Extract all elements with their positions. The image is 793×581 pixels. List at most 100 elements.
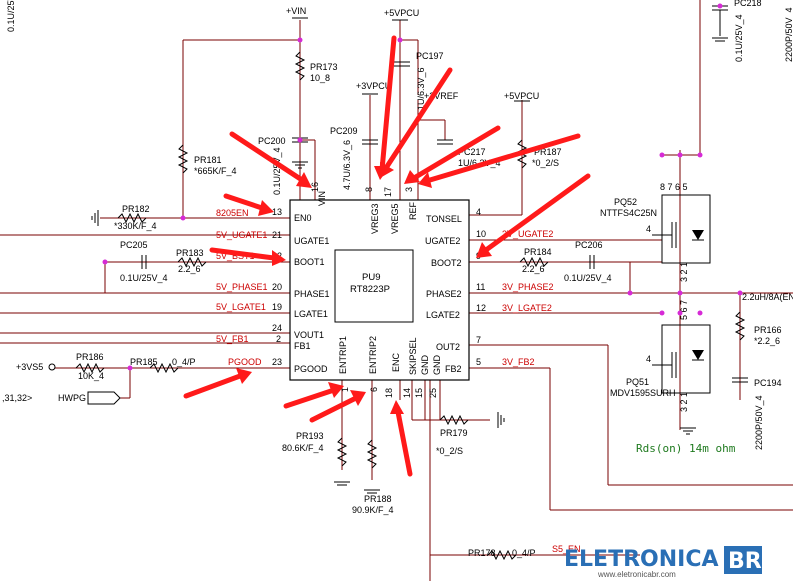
- arrow-en0: [223, 193, 265, 211]
- pr193-symbol: [336, 437, 348, 467]
- pr183-ref: PR183: [176, 248, 204, 258]
- pin-phase1: PHASE1: [294, 289, 330, 299]
- net-lgate1: 5V_LGATE1: [216, 302, 266, 312]
- pin-num-phase2: 11: [476, 282, 485, 292]
- pr184-val: 2.2_6: [522, 264, 545, 274]
- arrow-pgood: [183, 373, 243, 399]
- power-rails: +VIN +5VPCU +3VPCU +2VREF +5VPCU +3VS5 H…: [2, 6, 539, 405]
- pin-lgate1: LGATE1: [294, 309, 328, 319]
- pr182-symbol: [117, 212, 147, 224]
- pin-en0: EN0: [294, 213, 312, 223]
- pr166-ref: PR166: [754, 325, 782, 335]
- pin-num-ugate1: 21: [272, 230, 282, 240]
- pr179-symbol: [439, 414, 469, 426]
- pq51-pin4: 4: [646, 354, 651, 364]
- pin-num-lgate1: 19: [272, 302, 282, 312]
- pin-fb1: FB1: [294, 341, 311, 351]
- arrow-boot1-head: [272, 250, 286, 266]
- pr193-val: 80.6K/F_4: [282, 443, 324, 453]
- pin-num-pgood: 23: [272, 357, 282, 367]
- arrow-pgood-head: [236, 368, 252, 384]
- pr187-ref: PR187: [534, 147, 562, 157]
- pin-num-skipsel: 14: [402, 388, 412, 398]
- pin-num-ref: 3: [404, 187, 414, 192]
- pin-boot2: BOOT2: [431, 258, 462, 268]
- pin-num-entrip1: 1: [340, 387, 350, 392]
- pr185-ref: PR185: [130, 357, 158, 367]
- pr186-symbol: [75, 362, 105, 374]
- ic-body: [289, 199, 470, 381]
- net-s5-en: S5_EN: [552, 544, 581, 554]
- pr173-symbol: [294, 51, 306, 81]
- pc206-val: 0.1U/25V_4: [564, 273, 612, 283]
- pin-num-en0: 13: [272, 207, 282, 217]
- arrow-vreg5-head: [404, 170, 420, 184]
- pin-ugate2: UGATE2: [425, 236, 460, 246]
- hwpg-port: [87, 391, 121, 405]
- pr181-val: *665K/F_4: [194, 166, 237, 176]
- pr193-ref: PR193: [296, 431, 324, 441]
- pin-enc: ENC: [391, 352, 401, 372]
- pc218b-val: 2200P/50V_4: [784, 7, 793, 62]
- pin-vout1: VOUT1: [294, 330, 324, 340]
- pin-gnd-b: GND: [432, 355, 442, 376]
- pr183-val: 2.2_6: [178, 264, 201, 274]
- pr166-symbol: [734, 311, 746, 341]
- watermark-suffix: BR: [728, 549, 762, 574]
- pin-num-phase1: 20: [272, 282, 282, 292]
- pr186-ref: PR186: [76, 352, 104, 362]
- pq51-ref: PQ51: [626, 377, 649, 387]
- pin-num-vreg3: 8: [364, 187, 374, 192]
- arrow-entrip1-head: [328, 382, 344, 398]
- pin-ref: REF: [408, 201, 418, 220]
- net-en: 8205EN: [216, 208, 249, 218]
- pr173-val: 10_8: [310, 73, 330, 83]
- pc197-val: 1U/6.3V_6: [416, 67, 426, 110]
- pin-num-fb2: 5: [476, 357, 481, 367]
- pq52-pins-top: 8 7 6 5: [660, 182, 688, 192]
- pin-num-out2: 7: [476, 335, 481, 345]
- watermark-brand: ELETRONICA: [564, 547, 719, 572]
- pq51-pins-bottom: 3 2 1: [679, 392, 689, 412]
- net-fb2: 3V_FB2: [502, 357, 535, 367]
- pc209-ref: PC209: [330, 126, 358, 136]
- pin-out2: OUT2: [436, 342, 460, 352]
- pin-phase2: PHASE2: [426, 289, 462, 299]
- pin-num-gnd-a: 15: [414, 388, 424, 398]
- pr181-ref: PR181: [194, 155, 222, 165]
- pc217-ref: PC217: [458, 147, 486, 157]
- rail-3vs5: +3VS5: [16, 362, 43, 372]
- rail-hwpg-ref: ,31,32>: [2, 393, 32, 403]
- pr187-val: *0_2/S: [532, 158, 559, 168]
- arrow-ref-head: [418, 172, 432, 188]
- rail-3vpcu: +3VPCU: [356, 81, 391, 91]
- pr183-symbol: [177, 256, 207, 268]
- pr186-val: 10K_4: [78, 371, 104, 381]
- pc200-ref: PC200: [258, 136, 286, 146]
- pin-pgood: PGOOD: [294, 364, 328, 374]
- net-phase1: 5V_PHASE1: [216, 282, 268, 292]
- junctions: [102, 3, 743, 371]
- arrow-en0-head: [258, 200, 274, 216]
- arrow-vreg3-head: [380, 162, 394, 178]
- pc205-val: 0.1U/25V_4: [120, 273, 168, 283]
- pin-fb2: FB2: [445, 364, 462, 374]
- rail-hwpg: HWPG: [58, 393, 86, 403]
- pr188-val: 90.9K/F_4: [352, 505, 394, 515]
- pr178-val: 0_4/P: [512, 548, 536, 558]
- pin-vreg3: VREG3: [370, 203, 380, 234]
- pq51-pins-top: 5 6 7: [679, 300, 689, 320]
- pin-boot1: BOOT1: [294, 257, 325, 267]
- pq52-symbol: [661, 194, 711, 264]
- pin-num-lgate2: 12: [476, 303, 486, 313]
- pc197-ref: PC197: [416, 51, 444, 61]
- arrow-entrip1: [283, 387, 337, 409]
- pc209-val: 4.7U/6.3V_6: [342, 140, 352, 190]
- pc200-val: 0.1U/25V_4: [272, 147, 282, 195]
- pq52-pins-bottom: 3 2 1: [679, 262, 689, 282]
- arrow-enc-head: [390, 400, 404, 414]
- pr184-ref: PR184: [524, 247, 552, 257]
- pin-vreg5: VREG5: [390, 203, 400, 234]
